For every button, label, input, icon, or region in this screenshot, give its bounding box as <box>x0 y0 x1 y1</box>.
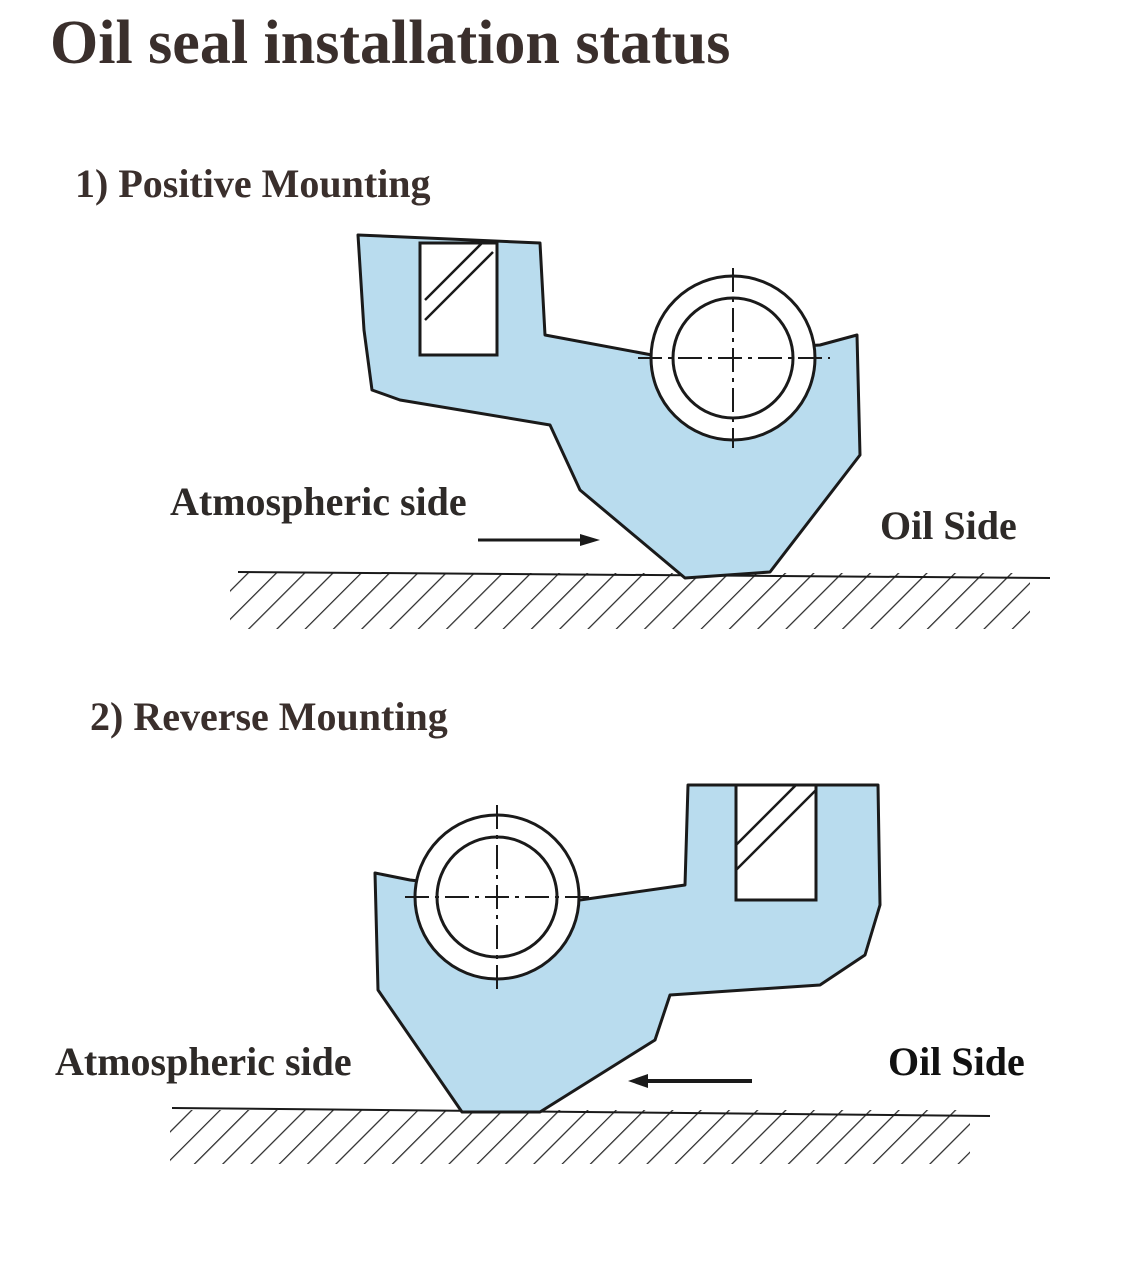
pressure-direction-arrow <box>478 534 600 546</box>
section-heading-positive-mounting: 1) Positive Mounting <box>75 161 431 206</box>
pressure-direction-arrow <box>628 1074 752 1088</box>
positive-mounting-diagram <box>230 233 1051 629</box>
shaft-surface-line <box>171 1107 991 1117</box>
reverse-mounting-diagram <box>170 783 991 1164</box>
page-title: Oil seal installation status <box>50 9 731 77</box>
oil-side-label: Oil Side <box>888 1039 1025 1084</box>
section-heading-reverse-mounting: 2) Reverse Mounting <box>90 694 448 739</box>
atmospheric-side-label: Atmospheric side <box>55 1039 352 1084</box>
oil-side-label: Oil Side <box>880 503 1017 548</box>
atmospheric-side-label: Atmospheric side <box>170 479 467 524</box>
shaft-hatching <box>170 1110 970 1164</box>
shaft-hatching <box>230 573 1030 629</box>
shaft-surface-line <box>237 571 1051 579</box>
